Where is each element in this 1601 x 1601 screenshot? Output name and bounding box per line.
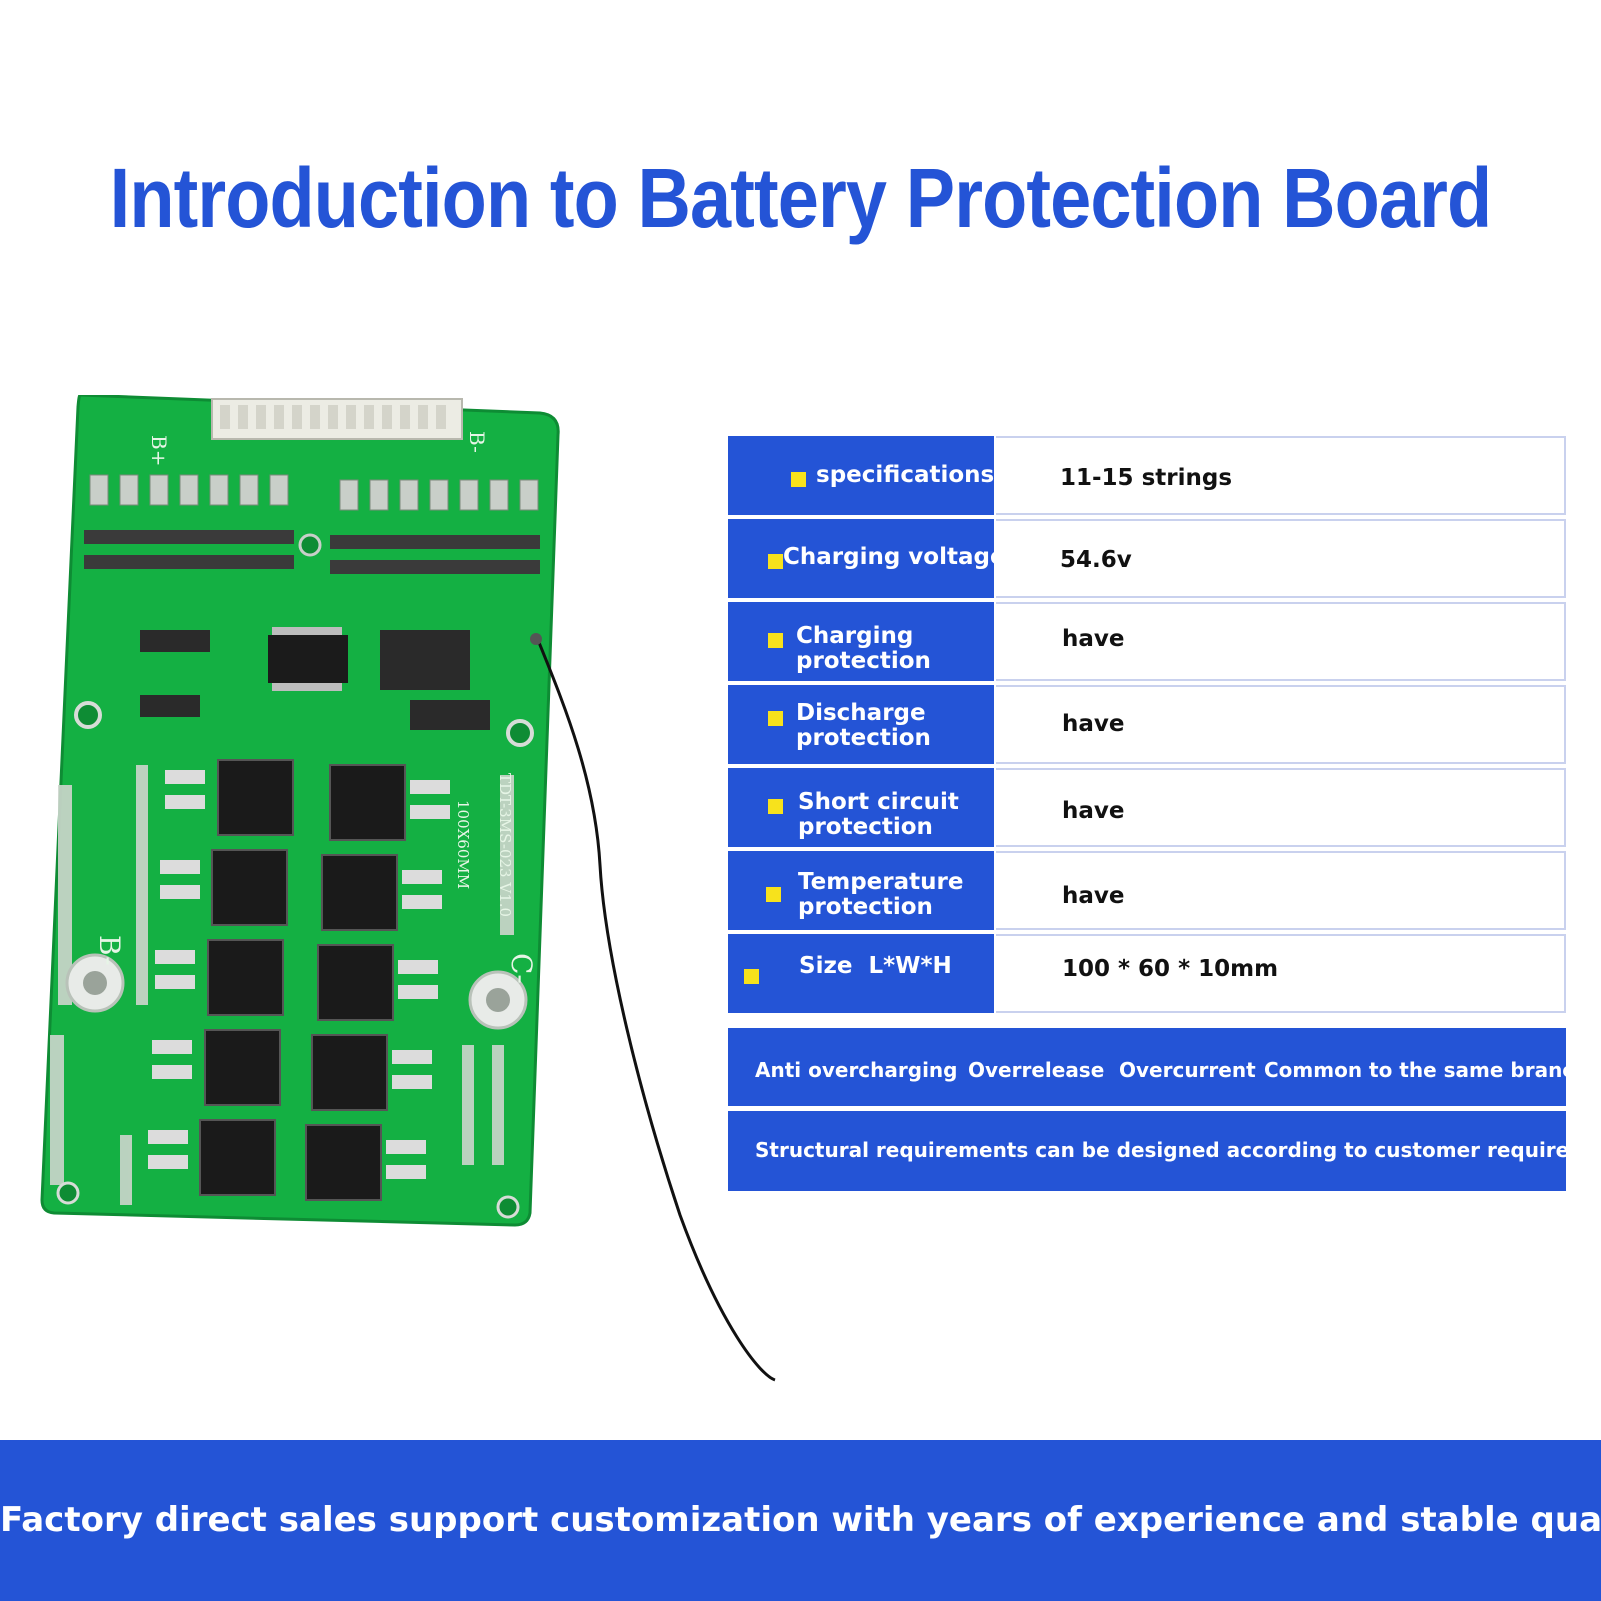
silk-b-minus: B- bbox=[93, 935, 126, 966]
spec-label: Charging protection bbox=[796, 623, 931, 674]
spec-value: have bbox=[1062, 626, 1125, 652]
structural-note: Structural requirements can be designed … bbox=[755, 1138, 1601, 1162]
spec-label-cell: Temperature protection bbox=[728, 851, 994, 930]
spec-row-temperature-protection: Temperature protection have bbox=[728, 851, 1566, 930]
spec-label: Temperature protection bbox=[798, 869, 964, 920]
feature-item: Overcurrent bbox=[1119, 1058, 1256, 1082]
spec-label: Size L*W*H bbox=[799, 953, 952, 979]
spec-value: 54.6v bbox=[1060, 547, 1132, 573]
bullet-icon bbox=[768, 554, 783, 569]
silk-b-plus: B+ bbox=[147, 435, 171, 466]
spec-value-cell: have bbox=[996, 768, 1566, 847]
feature-item: Anti overcharging bbox=[755, 1058, 958, 1082]
spec-label-cell: Charging protection bbox=[728, 602, 994, 681]
spec-value-cell: 100 * 60 * 10mm bbox=[996, 934, 1566, 1013]
spec-label-cell: Size L*W*H bbox=[728, 934, 994, 1013]
spec-value-cell: 11-15 strings bbox=[996, 436, 1566, 515]
silk-size: 100X60MM bbox=[454, 800, 472, 889]
spec-value-cell: have bbox=[996, 602, 1566, 681]
spec-label: Short circuit protection bbox=[798, 789, 959, 840]
pcb-board-image: B+ B- bbox=[40, 393, 776, 1382]
product-image: B+ B- bbox=[40, 393, 800, 1425]
spec-value-cell: 54.6v bbox=[996, 519, 1566, 598]
spec-label: Discharge protection bbox=[796, 700, 931, 751]
bullet-icon bbox=[768, 711, 783, 726]
spec-value: have bbox=[1062, 798, 1125, 824]
silk-c-minus: C- bbox=[505, 953, 538, 984]
spec-row-discharge-protection: Discharge protection have bbox=[728, 685, 1566, 764]
spec-label-cell: Discharge protection bbox=[728, 685, 994, 764]
spec-row-charging-protection: Charging protection have bbox=[728, 602, 1566, 681]
bullet-icon bbox=[768, 633, 783, 648]
spec-label-cell: Short circuit protection bbox=[728, 768, 994, 847]
structural-band: Structural requirements can be designed … bbox=[728, 1111, 1601, 1191]
spec-row-charging-voltage: Charging voltage 54.6v bbox=[728, 519, 1566, 598]
spec-row-specifications: specifications 11-15 strings bbox=[728, 436, 1566, 515]
spec-label-cell: specifications bbox=[728, 436, 994, 515]
spec-row-size: Size L*W*H 100 * 60 * 10mm bbox=[728, 934, 1566, 1013]
feature-item: Common to the same branch bbox=[1264, 1058, 1589, 1082]
bullet-icon bbox=[744, 969, 759, 984]
bullet-icon bbox=[791, 472, 806, 487]
page-title: Introduction to Battery Protection Board bbox=[109, 151, 1493, 245]
bullet-icon bbox=[766, 887, 781, 902]
spec-value: 11-15 strings bbox=[1060, 465, 1233, 491]
footer-text: Factory direct sales support customizati… bbox=[0, 1500, 1601, 1540]
feature-item: Overrelease bbox=[968, 1058, 1105, 1082]
spec-label: Charging voltage bbox=[783, 544, 1006, 570]
footer-banner: Factory direct sales support customizati… bbox=[0, 1440, 1601, 1601]
spec-value: 100 * 60 * 10mm bbox=[1062, 956, 1279, 982]
spec-value: have bbox=[1062, 711, 1125, 737]
spec-label: specifications bbox=[816, 462, 995, 488]
spec-value-cell: have bbox=[996, 851, 1566, 930]
feature-band: Anti overcharging Overrelease Overcurren… bbox=[728, 1028, 1588, 1106]
spec-value: have bbox=[1062, 883, 1125, 909]
spec-row-short-circuit-protection: Short circuit protection have bbox=[728, 768, 1566, 847]
silk-model: TDT-3MS-023 V1.0 bbox=[496, 773, 514, 917]
spec-label-cell: Charging voltage bbox=[728, 519, 1006, 598]
bullet-icon bbox=[768, 799, 783, 814]
spec-value-cell: have bbox=[996, 685, 1566, 764]
silk-b-minus-top: B- bbox=[465, 431, 489, 453]
